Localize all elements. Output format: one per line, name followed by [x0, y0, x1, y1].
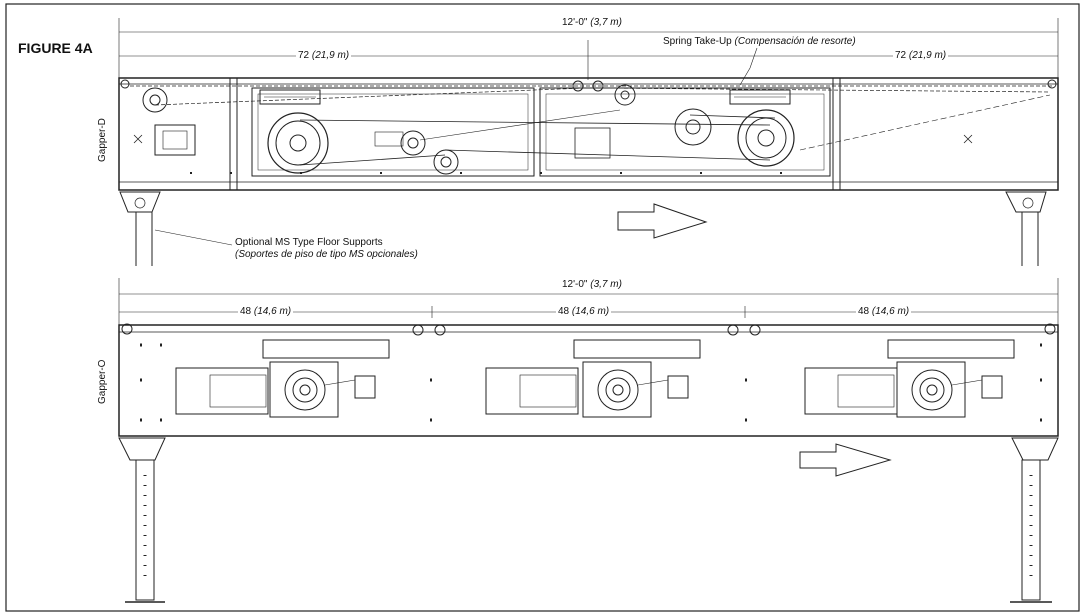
floor-supports-callout-main: Optional MS Type Floor Supports: [235, 237, 383, 248]
bottom-segment-dim-3-metric: (14,6 m): [871, 306, 910, 317]
bottom-segment-dim-3: 48 (14,6 m): [856, 306, 912, 318]
top-overall-dim-main: 12'-0": [562, 17, 588, 28]
top-overall-dim-metric: (3,7 m): [590, 17, 622, 28]
top-left-dim-main: 72: [298, 50, 310, 61]
bottom-view: [118, 278, 1059, 603]
top-overall-dim: 12'-0" (3,7 m): [560, 17, 624, 29]
bottom-conveyor-frame: [118, 324, 1059, 437]
drive-unit-2: [485, 339, 701, 418]
drive-unit-3: [804, 339, 1015, 418]
bottom-floor-support-left: [118, 437, 166, 461]
bottom-segment-dim-2: 48 (14,6 m): [556, 306, 612, 318]
bottom-segment-dim-1: 48 (14,6 m): [238, 306, 294, 318]
drive-pulley-left: [267, 112, 329, 174]
top-view-name: Gapper-D: [97, 118, 108, 162]
figure-border: [5, 3, 1080, 612]
top-flow-arrow: [617, 203, 708, 239]
bottom-floor-support-right: [1011, 437, 1059, 461]
bottom-flow-arrow: [799, 443, 892, 477]
top-view: [118, 18, 1059, 266]
floor-supports-callout-alt: (Soportes de piso de tipo MS opcionales): [235, 249, 418, 260]
top-floor-support-right: [1005, 191, 1047, 213]
top-left-dim-metric: (21,9 m): [311, 50, 350, 61]
bottom-overall-dim: 12'-0" (3,7 m): [560, 279, 624, 291]
top-floor-support-left: [119, 191, 161, 213]
bottom-segment-dim-1-main: 48: [240, 306, 252, 317]
bottom-segment-dim-1-metric: (14,6 m): [253, 306, 292, 317]
drive-pulley-right: [737, 109, 795, 167]
top-right-dim-main: 72: [895, 50, 907, 61]
drive-unit-1: [175, 339, 390, 418]
spring-takeup-callout: Spring Take-Up (Compensación de resorte): [661, 36, 858, 48]
spring-takeup-right: [729, 89, 791, 105]
bottom-view-name: Gapper-O: [97, 359, 108, 404]
bottom-segment-dim-2-metric: (14,6 m): [571, 306, 610, 317]
top-left-dim: 72 (21,9 m): [296, 50, 352, 62]
top-right-dim-metric: (21,9 m): [908, 50, 947, 61]
bottom-segment-dim-3-main: 48: [858, 306, 870, 317]
bottom-overall-dim-main: 12'-0": [562, 279, 588, 290]
floor-supports-callout: Optional MS Type Floor Supports (Soporte…: [235, 237, 418, 261]
bottom-overall-dim-metric: (3,7 m): [590, 279, 622, 290]
spring-takeup-left: [259, 89, 321, 105]
spring-takeup-callout-main: Spring Take-Up: [663, 36, 732, 47]
spring-takeup-callout-alt: (Compensación de resorte): [734, 36, 856, 47]
top-right-dim: 72 (21,9 m): [893, 50, 949, 62]
figure-label: FIGURE 4A: [18, 40, 93, 56]
bottom-segment-dim-2-main: 48: [558, 306, 570, 317]
top-conveyor-frame: [118, 77, 1059, 191]
